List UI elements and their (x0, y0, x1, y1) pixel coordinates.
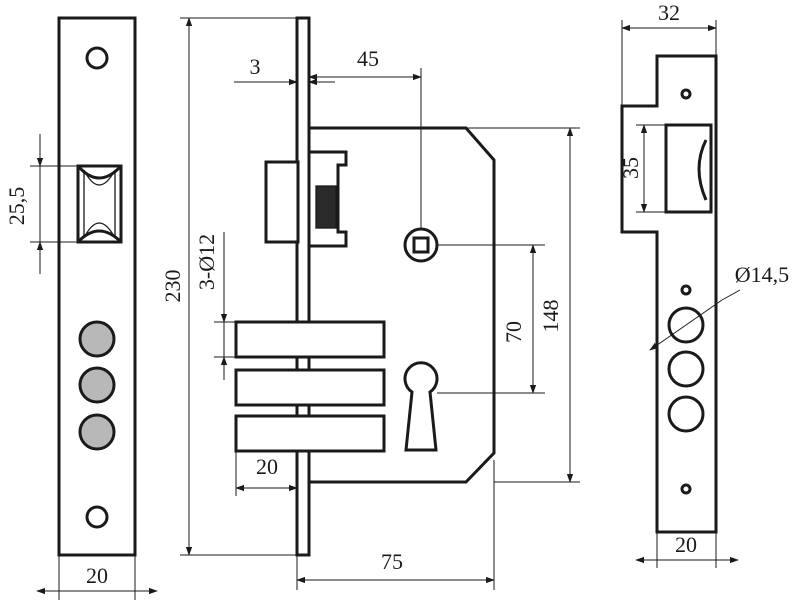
latch-opening (76, 164, 123, 244)
dim-line-strike-hole (649, 299, 723, 351)
front-plate-view: 25,5 20 (4, 16, 158, 600)
spindle-square (412, 236, 430, 254)
dim-backset: 45 (357, 46, 379, 71)
strike-screw-hole-top (680, 88, 692, 100)
dim-faceplate-thickness: 3 (250, 54, 261, 79)
dim-strike-opening: 35 (618, 157, 643, 179)
dim-bolt-projection: 20 (256, 454, 278, 479)
dim-strike-hole: Ø14,5 (735, 262, 789, 287)
front-plate-screw-hole-top (85, 46, 109, 70)
dim-strike-width: 32 (658, 0, 680, 25)
dim-overall-height: 230 (160, 270, 185, 303)
dim-latch-height: 25,5 (4, 187, 29, 226)
latch-tongue (83, 169, 116, 239)
bolt-hole-3 (78, 413, 116, 451)
dim-center-distance: 70 (501, 321, 526, 343)
strike-bolt-hole-2 (667, 350, 705, 388)
dim-body-height: 148 (538, 300, 563, 333)
bolt-hole-1 (78, 320, 116, 358)
strike-screw-hole-mid (680, 284, 692, 296)
dim-strike-plate-width: 20 (675, 532, 697, 557)
latch-housing-front (264, 160, 300, 244)
dim-body-depth: 75 (381, 549, 403, 574)
strike-latch-opening (664, 123, 713, 214)
dead-bolt-3 (234, 414, 386, 453)
dead-bolt-2 (234, 368, 386, 407)
lock-body-view: 230 3 45 3-Ø12 20 75 70 1 (160, 16, 580, 590)
strike-screw-hole-bottom (680, 483, 692, 495)
front-plate (57, 16, 137, 557)
latch-spring (315, 185, 337, 229)
strike-bolt-hole-3 (667, 395, 705, 433)
bolt-hole-2 (78, 366, 116, 404)
dim-bolt-holes: 3-Ø12 (194, 234, 219, 290)
faceplate (295, 16, 311, 557)
strike-plate-view: 32 35 Ø14,5 20 (618, 0, 789, 568)
front-plate-screw-hole-bottom (85, 505, 109, 529)
dead-bolt-1 (234, 320, 386, 359)
cylinder-keyhole (403, 361, 439, 452)
dim-front-plate-width: 20 (86, 563, 108, 588)
